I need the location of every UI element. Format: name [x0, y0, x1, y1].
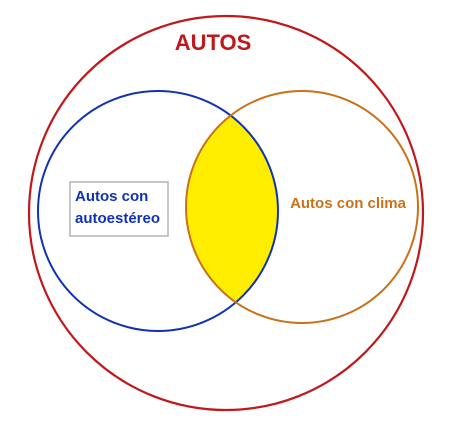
set-b-label: Autos con clima	[290, 195, 407, 212]
set-a-circle	[37, 90, 279, 332]
set-a-label-line-1: Autos con	[75, 188, 148, 205]
universe-label: AUTOS	[175, 30, 252, 55]
intersection-region	[186, 91, 278, 323]
set-b-circle	[185, 90, 419, 324]
universe-circle	[27, 14, 425, 412]
set-a-label-line-2: autoestéreo	[75, 210, 160, 227]
set-a-label-box	[69, 181, 169, 237]
